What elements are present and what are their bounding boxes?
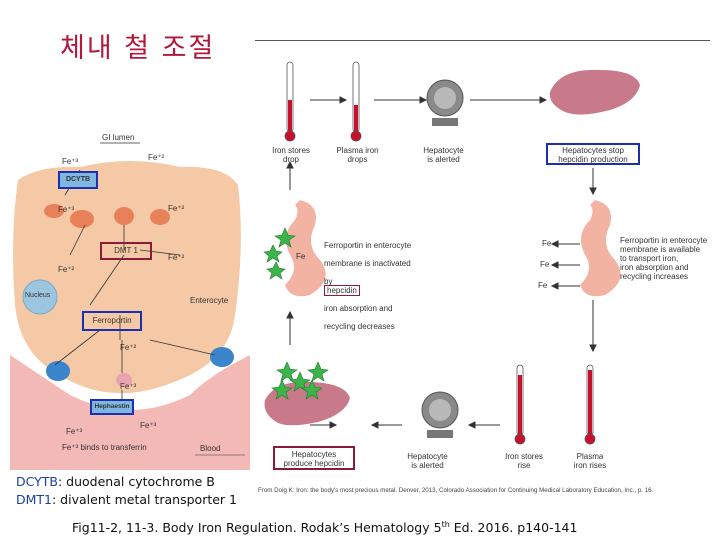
mid-left-line5: recycling decreases (324, 322, 395, 331)
legend-dcytb-key: DCYTB (16, 474, 58, 489)
caption-suffix: Ed. 2016. p140-141 (449, 520, 578, 536)
mid-left-line2: membrane is inactivated (324, 259, 411, 268)
ferroportin-box: Ferroportin (82, 311, 142, 331)
mid-right-fe-1: Fe (542, 239, 552, 248)
enterocyte-label: Enterocyte (190, 296, 229, 305)
mid-right-text: Ferroportin in enterocyte membrane is av… (620, 236, 708, 281)
top-iron-stores-caption: Iron stores drop (272, 146, 310, 164)
hepatocytes-produce-box: Hepatocytes produce hepcidin (273, 446, 355, 470)
mid-right-fe-2: Fe (540, 260, 550, 269)
bottom-plasma-iron-caption: Plasma iron rises (573, 452, 607, 470)
fe3-blood-left-label: Fe⁺³ (66, 427, 83, 436)
mid-right-fe-3: Fe (538, 281, 548, 290)
bottom-hepatocyte-caption: Hepatocyte is alerted (407, 452, 448, 470)
fe2-lumen-label: Fe⁺² (148, 153, 165, 162)
fe2-below-ferroportin-label: Fe⁺² (120, 343, 137, 352)
source-credit: From Doig K: Iron: the body's most preci… (258, 487, 654, 494)
fe2-membrane-label: Fe⁺² (168, 204, 185, 213)
mid-left-line4: iron absorption and (324, 304, 393, 313)
hephaestin-box-label: Hephaestin (94, 403, 130, 410)
caption-sup: th (441, 520, 450, 529)
hephaestin-box: Hephaestin (90, 399, 134, 415)
mid-left-line1: Ferroportin in enterocyte (324, 241, 412, 250)
mid-left-fe-label: Fe (296, 252, 306, 261)
nucleus-label: Nucleus (25, 292, 51, 299)
fe3-blood-right-label: Fe⁺³ (140, 421, 157, 430)
enterocyte-diagram: GI lumen Fe⁺³ Fe⁺² DCYTB Fe⁺³ Fe⁺² DMT 1… (10, 125, 250, 470)
legend-dmt1: DMT1: divalent metal transporter 1 (16, 492, 237, 507)
fe3-bottom-label: Fe⁺³ (120, 382, 137, 391)
mid-left-line3: by (324, 277, 333, 286)
bottom-iron-stores-caption: Iron stores rise (505, 452, 543, 470)
top-hepatocyte-caption: Hepatocyte is alerted (423, 146, 464, 164)
blood-label: Blood (200, 444, 221, 453)
legend-dcytb-value: : duodenal cytochrome B (57, 474, 215, 489)
hepcidin-box: hepcidin (324, 285, 360, 296)
dcytb-box: DCYTB (58, 171, 98, 189)
caption-prefix: Fig11-2, 11-3. Body Iron Regulation. Rod… (72, 520, 442, 536)
legend-dmt1-key: DMT1 (16, 492, 52, 507)
legend-dcytb: DCYTB: duodenal cytochrome B (16, 474, 215, 489)
fe3-lumen-label: Fe⁺³ (62, 157, 79, 166)
transferrin-note: Fe⁺³ binds to transferrin (62, 443, 147, 452)
fe3-reductase-label: Fe⁺³ (58, 205, 75, 214)
legend-dmt1-value: : divalent metal transporter 1 (52, 492, 237, 507)
slide-title: 체내 철 조절 (60, 33, 216, 64)
dcytb-box-label: DCYTB (65, 176, 91, 183)
hepatocytes-stop-box: Hepatocytes stop hepcidin production (546, 143, 640, 165)
dmt1-box-label: DMT 1 (114, 246, 138, 255)
top-plasma-iron-caption: Plasma iron drops (336, 146, 379, 164)
fe2-inside-left-label: Fe⁺² (58, 265, 75, 274)
gi-lumen-label: GI lumen (102, 133, 135, 142)
title-divider (255, 40, 710, 41)
mid-left-text: Ferroportin in enterocyte membrane is in… (324, 232, 414, 331)
fe2-inside-right-label: Fe⁺² (168, 253, 185, 262)
figure-caption: Fig11-2, 11-3. Body Iron Regulation. Rod… (72, 520, 577, 535)
ferroportin-box-label: Ferroportin (92, 316, 132, 325)
dmt1-box: DMT 1 (100, 242, 152, 260)
